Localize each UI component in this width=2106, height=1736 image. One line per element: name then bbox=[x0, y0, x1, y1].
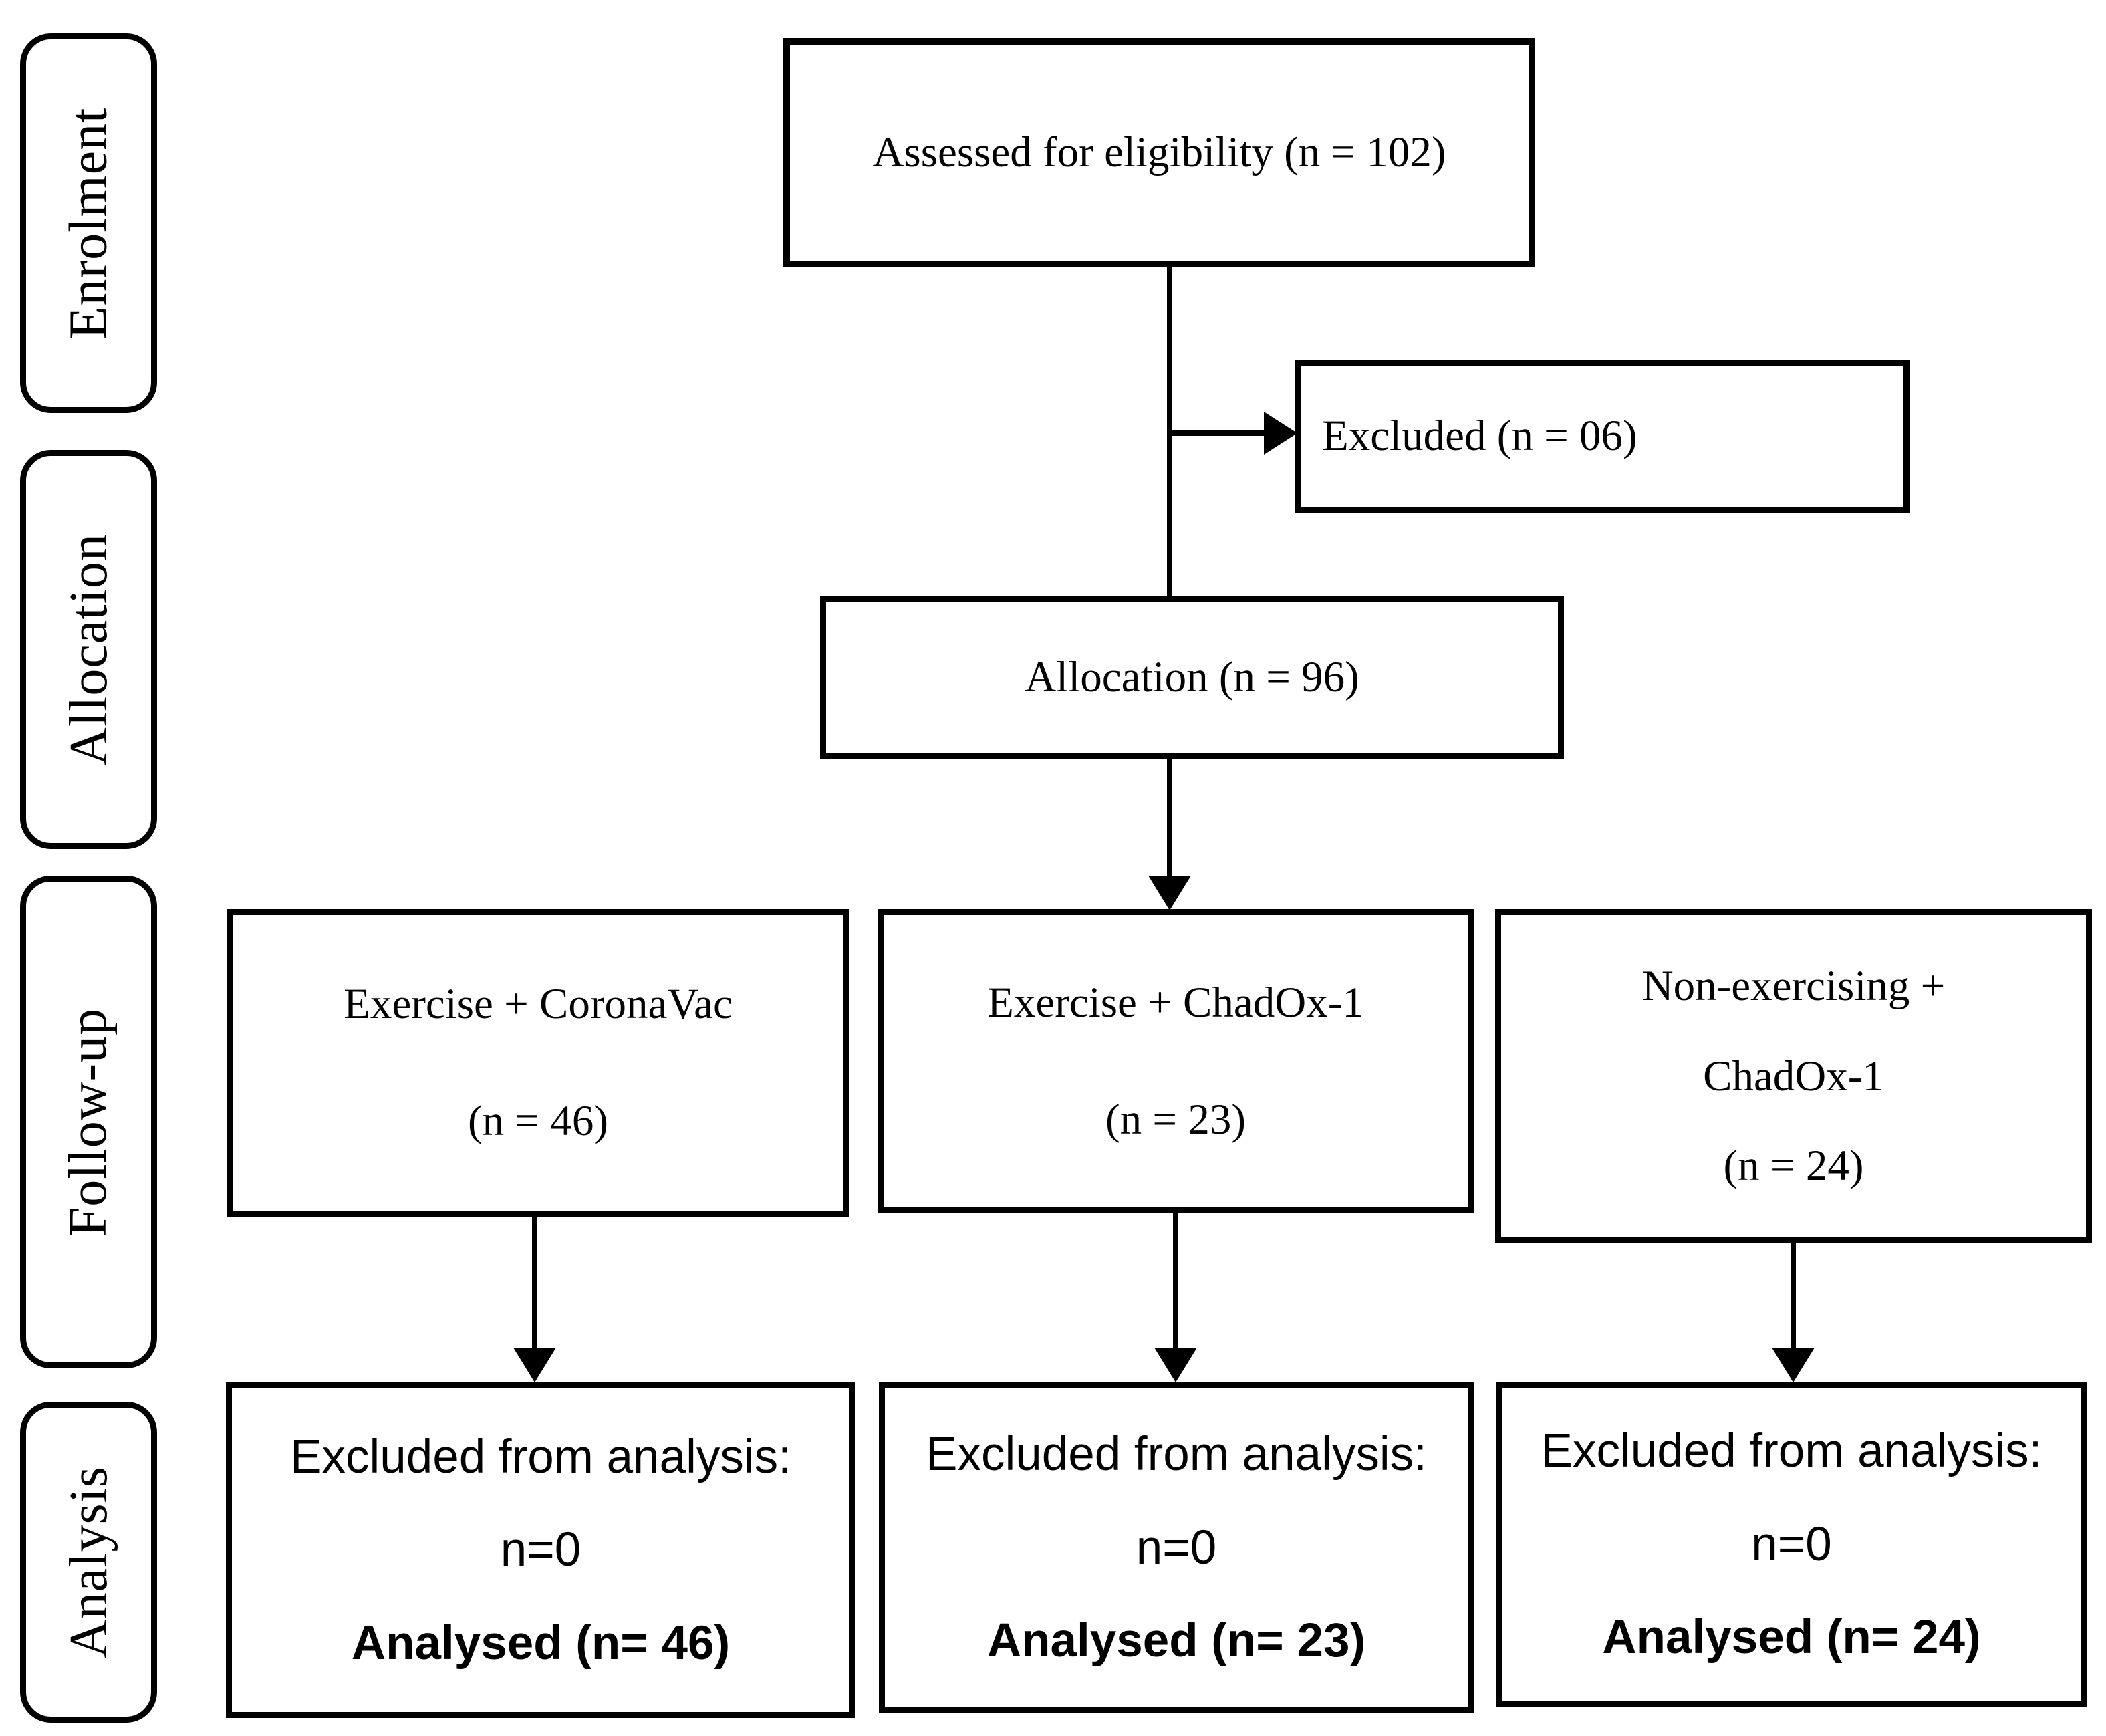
arrowhead-into-analysis2 bbox=[1154, 1348, 1197, 1382]
stage-label-analysis: Analysis bbox=[20, 1402, 157, 1723]
analysis2-line2: n=0 bbox=[1136, 1521, 1217, 1574]
analysis-box-nonexercising-chadox: Excluded from analysis: n=0 Analysed (n=… bbox=[1496, 1382, 2087, 1707]
group3-line3: (n = 24) bbox=[1723, 1142, 1864, 1191]
connector-group1-to-analysis1 bbox=[532, 1217, 537, 1350]
group2-line1: Exercise + ChadOx-1 bbox=[987, 978, 1364, 1027]
stage-label-enrolment: Enrolment bbox=[20, 33, 157, 413]
assessed-for-eligibility-box: Assessed for eligibility (n = 102) bbox=[783, 38, 1535, 267]
connector-allocation-to-group bbox=[1167, 759, 1172, 877]
group-box-exercise-chadox: Exercise + ChadOx-1 (n = 23) bbox=[878, 909, 1474, 1213]
group3-line1: Non-exercising + bbox=[1641, 961, 1946, 1010]
group3-line2: ChadOx-1 bbox=[1703, 1051, 1884, 1100]
group1-line1: Exercise + CoronaVac bbox=[344, 980, 733, 1029]
assessed-text: Assessed for eligibility (n = 102) bbox=[872, 128, 1446, 177]
stage-label-follow-up-text: Follow-up bbox=[59, 1007, 118, 1237]
analysis1-line2: n=0 bbox=[500, 1523, 581, 1577]
connector-group3-to-analysis3 bbox=[1791, 1243, 1796, 1350]
arrowhead-into-group2 bbox=[1148, 876, 1191, 910]
allocation-box: Allocation (n = 96) bbox=[820, 596, 1564, 759]
connector-branch-to-excluded bbox=[1167, 430, 1264, 436]
analysis-box-coronavac: Excluded from analysis: n=0 Analysed (n=… bbox=[226, 1382, 855, 1718]
excluded-text: Excluded (n = 06) bbox=[1322, 412, 1637, 461]
stage-label-allocation-text: Allocation bbox=[59, 533, 118, 766]
group2-line2: (n = 23) bbox=[1105, 1095, 1246, 1144]
stage-label-allocation: Allocation bbox=[20, 450, 157, 849]
analysis3-line1: Excluded from analysis: bbox=[1541, 1424, 2043, 1478]
group1-line2: (n = 46) bbox=[468, 1097, 608, 1145]
group-box-exercise-coronavac: Exercise + CoronaVac (n = 46) bbox=[227, 909, 849, 1217]
arrowhead-into-excluded bbox=[1264, 412, 1297, 455]
allocation-text: Allocation (n = 96) bbox=[1025, 653, 1359, 702]
stage-label-enrolment-text: Enrolment bbox=[59, 107, 118, 340]
excluded-box: Excluded (n = 06) bbox=[1295, 360, 1910, 513]
stage-label-analysis-text: Analysis bbox=[59, 1466, 118, 1658]
analysis-box-exercise-chadox: Excluded from analysis: n=0 Analysed (n=… bbox=[879, 1382, 1474, 1713]
analysis3-line3: Analysed (n= 24) bbox=[1602, 1611, 1981, 1664]
arrowhead-into-analysis1 bbox=[513, 1348, 556, 1382]
stage-label-follow-up: Follow-up bbox=[20, 876, 157, 1368]
analysis1-line1: Excluded from analysis: bbox=[290, 1430, 791, 1483]
analysis2-line3: Analysed (n= 23) bbox=[986, 1614, 1366, 1668]
analysis1-line3: Analysed (n= 46) bbox=[351, 1616, 731, 1670]
group-box-nonexercising-chadox: Non-exercising + ChadOx-1 (n = 24) bbox=[1495, 909, 2092, 1243]
analysis2-line1: Excluded from analysis: bbox=[926, 1428, 1427, 1481]
connector-group2-to-analysis2 bbox=[1173, 1213, 1178, 1350]
analysis3-line2: n=0 bbox=[1751, 1517, 1832, 1571]
arrowhead-into-analysis3 bbox=[1772, 1348, 1815, 1382]
